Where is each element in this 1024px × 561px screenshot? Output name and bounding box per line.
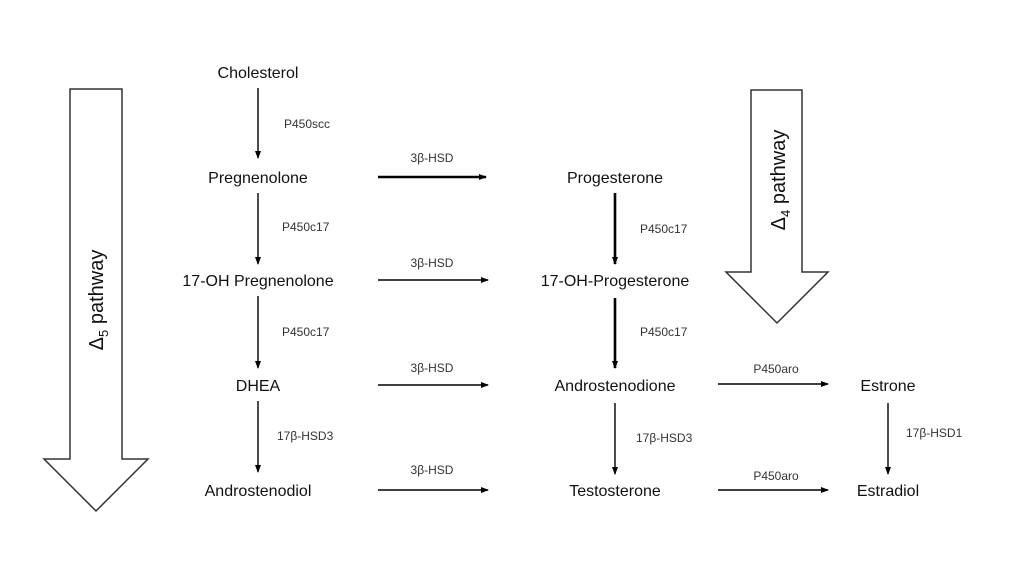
delta4-pathway-label: Δ4 pathway <box>768 130 793 231</box>
molecule-testosterone: Testosterone <box>569 483 661 500</box>
enzyme-p450scc: P450scc <box>284 117 330 131</box>
enzyme-p450aro: P450aro <box>753 469 799 483</box>
molecule-androstenediol: Androstenodiol <box>205 483 312 500</box>
molecule-estrone: Estrone <box>860 378 915 395</box>
enzyme-p450c17: P450c17 <box>640 222 688 236</box>
enzyme-3b-hsd: 3β-HSD <box>411 256 454 270</box>
molecule-dhea: DHEA <box>236 378 281 395</box>
molecule-progesterone: Progesterone <box>567 170 663 187</box>
delta5-pathway-arrow: Δ5 pathway <box>42 88 150 513</box>
enzyme-3b-hsd: 3β-HSD <box>411 151 454 165</box>
enzyme-3b-hsd: 3β-HSD <box>411 361 454 375</box>
enzyme-3b-hsd: 3β-HSD <box>411 463 454 477</box>
molecule-androstenedione: Androstenodione <box>555 378 676 395</box>
enzyme-17b-hsd3: 17β-HSD3 <box>636 431 693 445</box>
molecule-cholesterol: Cholesterol <box>218 65 299 82</box>
enzyme-p450c17: P450c17 <box>640 325 688 339</box>
delta5-pathway-label: Δ5 pathway <box>86 250 111 351</box>
enzyme-p450c17: P450c17 <box>282 220 330 234</box>
enzyme-17b-hsd1: 17β-HSD1 <box>906 426 963 440</box>
enzyme-p450aro: P450aro <box>753 362 799 376</box>
enzyme-17b-hsd3: 17β-HSD3 <box>277 429 334 443</box>
delta4-pathway-arrow: Δ4 pathway <box>724 89 830 325</box>
molecule-17oh-pregnenolone: 17-OH Pregnenolone <box>182 273 333 290</box>
enzyme-p450c17: P450c17 <box>282 325 330 339</box>
molecule-17oh-progesterone: 17-OH-Progesterone <box>541 273 690 290</box>
molecule-estradiol: Estradiol <box>857 483 919 500</box>
molecule-pregnenolone: Pregnenolone <box>208 170 308 187</box>
